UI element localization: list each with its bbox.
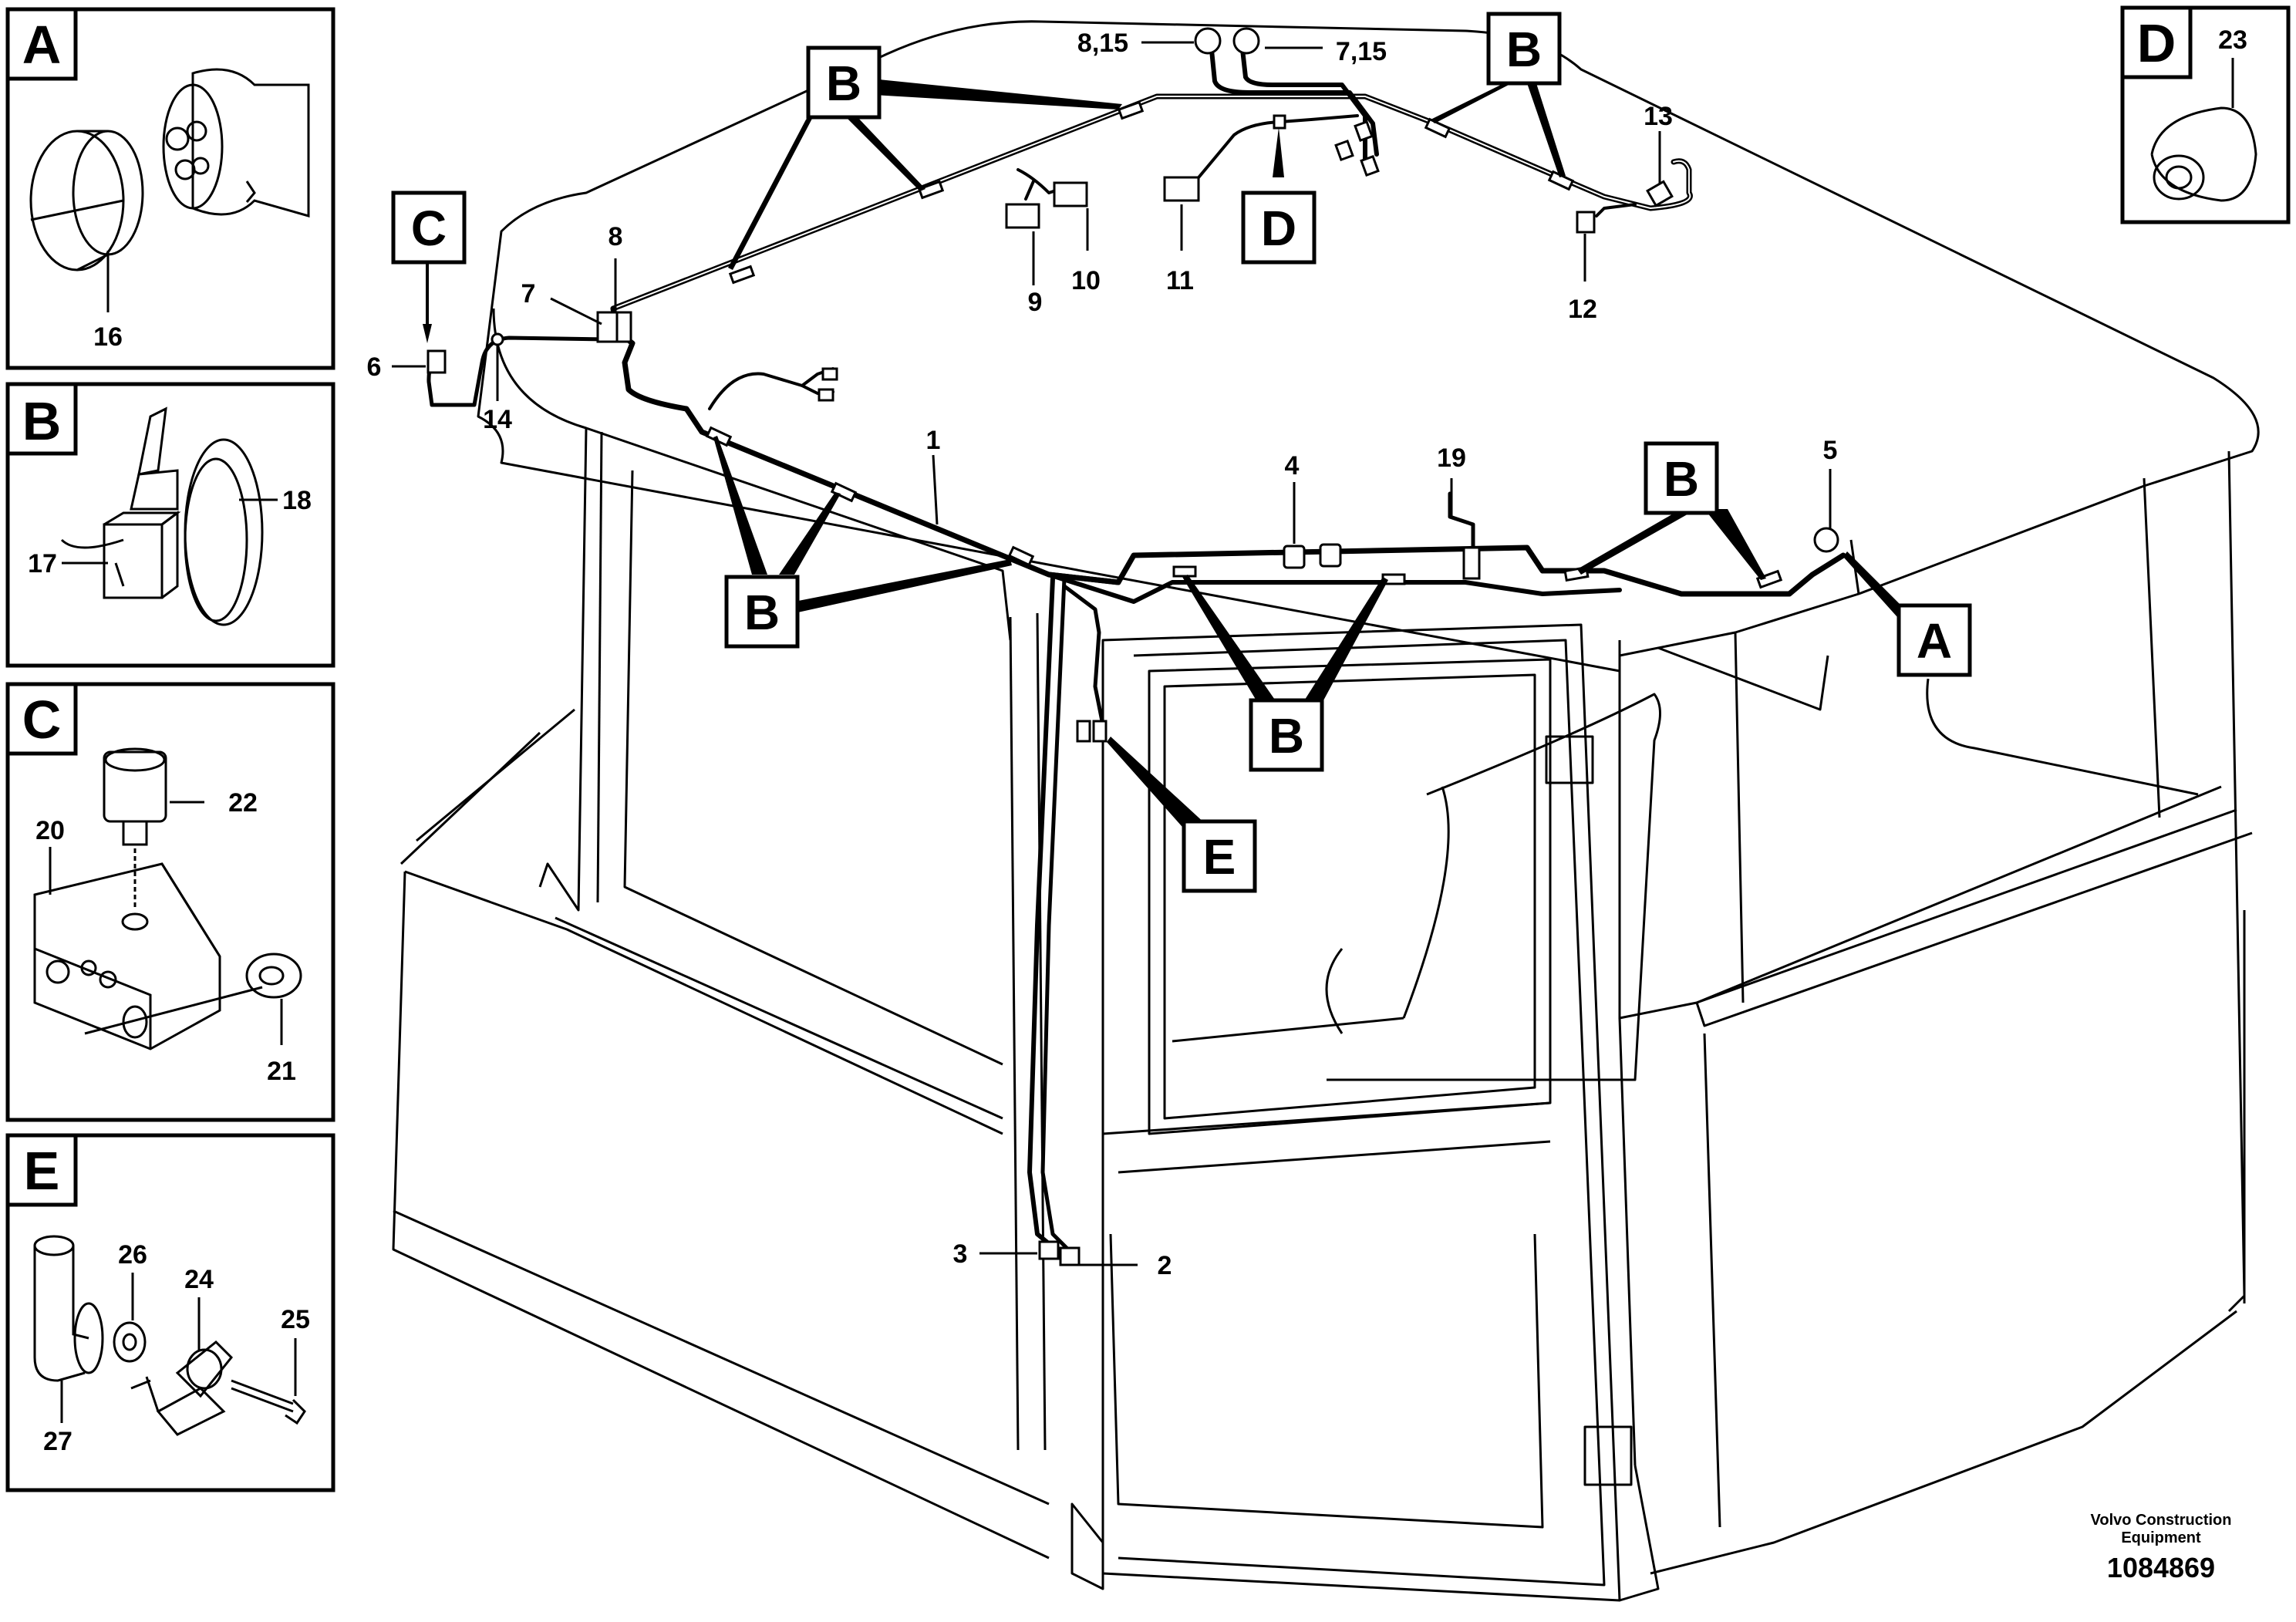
label-7: 7 (521, 279, 536, 309)
panel-b-letter: B (22, 391, 62, 451)
label-14: 14 (483, 405, 512, 434)
sensor-bracket-illustration (33, 747, 302, 1050)
callout-b-middle-lower: B (1249, 698, 1324, 772)
svg-text:B: B (826, 56, 861, 111)
part-number-17: 17 (28, 549, 57, 578)
label-9: 9 (1028, 288, 1043, 317)
part-labels: 8,15 7,15 9 10 11 12 13 8 7 6 14 1 4 19 … (367, 29, 1838, 1280)
label-13: 13 (1644, 102, 1673, 131)
svg-text:E: E (1203, 829, 1236, 885)
label-8-15: 8,15 (1077, 29, 1128, 58)
company-name-line1: Volvo Construction (2091, 1512, 2232, 1529)
cable-tie-illustration (60, 406, 264, 626)
wiring-harness (426, 40, 1846, 1256)
label-4: 4 (1285, 451, 1300, 481)
svg-text:B: B (1664, 451, 1699, 507)
label-5: 5 (1823, 436, 1838, 465)
door-switch-illustration (33, 1235, 306, 1436)
label-19: 19 (1437, 443, 1466, 473)
svg-text:B: B (1269, 708, 1304, 764)
detail-panel-b: B 18 17 (5, 382, 335, 668)
detail-panel-d: D 23 (2120, 5, 2291, 224)
label-3: 3 (953, 1239, 968, 1269)
detail-panel-a: A 16 (5, 7, 335, 370)
panel-c-letter: C (22, 690, 62, 750)
callout-d: D (1241, 191, 1317, 265)
part-number-27: 27 (43, 1427, 72, 1456)
grommet-illustration (2150, 106, 2257, 202)
part-number-23: 23 (2218, 25, 2247, 55)
part-number-24: 24 (184, 1265, 214, 1294)
label-12: 12 (1568, 295, 1597, 324)
svg-text:A: A (1917, 613, 1952, 669)
harness-connectors (426, 27, 1839, 1266)
harness-clips (705, 100, 1783, 589)
svg-text:C: C (411, 201, 447, 256)
label-8: 8 (609, 222, 623, 251)
callout-pointers (423, 79, 1905, 833)
part-number-22: 22 (228, 788, 258, 818)
drawing-footer: Volvo Construction Equipment 1084869 (2091, 1512, 2232, 1583)
label-11: 11 (1166, 266, 1194, 295)
callout-boxes: B B B B B C D A (391, 12, 1972, 893)
drawing-number: 1084869 (2107, 1552, 2215, 1583)
panel-e-letter: E (24, 1141, 60, 1201)
label-1: 1 (926, 426, 941, 455)
callout-b-top-right: B (1486, 12, 1562, 86)
svg-text:D: D (1261, 201, 1296, 256)
callout-a: A (1896, 603, 1972, 677)
part-number-18: 18 (282, 486, 312, 515)
part-number-21: 21 (267, 1057, 296, 1086)
part-leaders (392, 41, 1832, 1266)
label-10: 10 (1071, 266, 1101, 295)
callout-c: C (391, 191, 467, 265)
detail-panel-e: E 26 24 25 27 (5, 1133, 335, 1492)
label-2: 2 (1158, 1251, 1172, 1280)
part-number-16: 16 (93, 322, 123, 352)
callout-b-top-left: B (806, 46, 882, 120)
part-number-25: 25 (281, 1305, 310, 1334)
company-name-line2: Equipment (2121, 1529, 2201, 1546)
callout-e: E (1182, 819, 1257, 893)
detail-panel-c: C 22 20 21 (5, 682, 335, 1122)
cab-structure (392, 20, 2260, 1602)
callout-b-right: B (1644, 441, 1719, 515)
panel-d-letter: D (2137, 13, 2176, 73)
label-6: 6 (367, 352, 382, 382)
label-7-15: 7,15 (1336, 37, 1387, 66)
part-number-26: 26 (118, 1240, 147, 1270)
svg-text:B: B (1506, 22, 1542, 77)
part-number-20: 20 (35, 816, 65, 845)
callout-b-left-lower: B (724, 575, 800, 649)
connector-ring-illustration (29, 68, 310, 271)
panel-a-letter: A (22, 15, 62, 75)
svg-text:B: B (744, 585, 780, 640)
